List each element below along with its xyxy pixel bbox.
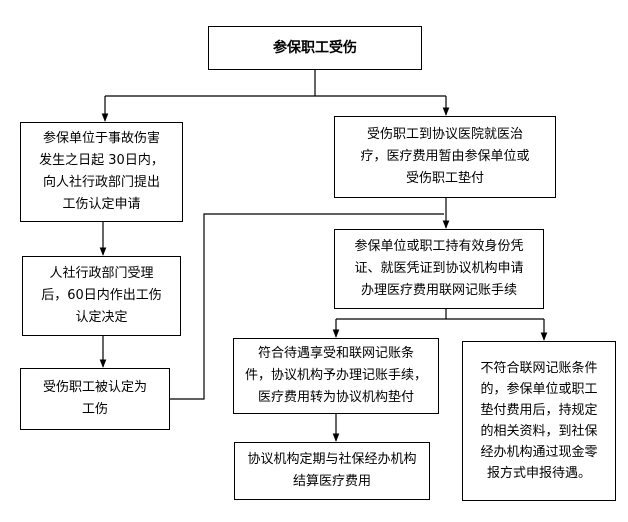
bureau-accept-box: 人社行政部门受理 后，60日内作出工伤 认定决定 bbox=[22, 256, 181, 336]
settlement-text: 协议机构定期与社保经办机构 结算医疗费用 bbox=[247, 452, 417, 489]
bureau-accept-text: 人社行政部门受理 后，60日内作出工伤 认定决定 bbox=[41, 266, 162, 325]
employer-apply-box: 参保单位于事故伤害 发生之日起 30日内， 向人社行政部门提出 工伤认定申请 bbox=[20, 122, 183, 222]
hospital-treatment-box: 受伤职工到协议医院就医治 疗，医疗费用暂由参保单位或 受伤职工垫付 bbox=[334, 116, 556, 198]
line-recognized-to-hold-docs bbox=[170, 213, 444, 400]
title-box: 参保职工受伤 bbox=[208, 26, 422, 70]
hold-documents-text: 参保单位或职工持有效身份凭 证、就医凭证到协议机构申请 办理医疗费用联网记账手续 bbox=[354, 239, 524, 298]
recognized-text: 受伤职工被认定为 工伤 bbox=[42, 380, 147, 417]
not-eligible-box: 不符合联网记账条件 的，参保单位或职工 垫付费用后，持规定 的相关资料，到社保 … bbox=[462, 341, 616, 501]
recognized-box: 受伤职工被认定为 工伤 bbox=[20, 368, 170, 430]
not-eligible-text: 不符合联网记账条件 的，参保单位或职工 垫付费用后，持规定 的相关资料，到社保 … bbox=[480, 361, 598, 481]
hold-documents-box: 参保单位或职工持有效身份凭 证、就医凭证到协议机构申请 办理医疗费用联网记账手续 bbox=[334, 229, 544, 309]
settlement-box: 协议机构定期与社保经办机构 结算医疗费用 bbox=[234, 442, 430, 500]
employer-apply-text: 参保单位于事故伤害 发生之日起 30日内， 向人社行政部门提出 工伤认定申请 bbox=[39, 131, 164, 212]
hospital-treatment-text: 受伤职工到协议医院就医治 疗，医疗费用暂由参保单位或 受伤职工垫付 bbox=[360, 127, 530, 186]
title-text: 参保职工受伤 bbox=[273, 40, 357, 56]
eligible-box: 符合待遇享受和联网记账条 件，协议机构予办理记账手续， 医疗费用转为协议机构垫付 bbox=[233, 338, 439, 414]
eligible-text: 符合待遇享受和联网记账条 件，协议机构予办理记账手续， 医疗费用转为协议机构垫付 bbox=[244, 346, 427, 405]
